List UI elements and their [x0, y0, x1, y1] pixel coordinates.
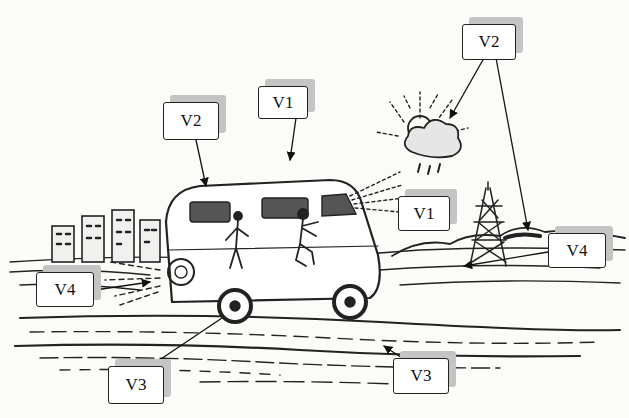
callout-label: V1	[273, 93, 294, 113]
callout-label: V2	[479, 32, 500, 52]
callout-label: V3	[411, 366, 432, 386]
callout-box: V1	[258, 86, 308, 119]
callout-label: V4	[567, 241, 588, 261]
road-lines	[15, 316, 620, 386]
callout-label: V1	[414, 204, 435, 224]
city-buildings	[52, 210, 160, 262]
callout-box: V1	[398, 196, 450, 231]
callout-box: V4	[36, 272, 94, 307]
callout-box: V4	[548, 233, 606, 268]
callout-box: V3	[393, 358, 449, 394]
van	[166, 180, 380, 302]
callout-box: V2	[462, 24, 516, 60]
sun-cloud	[376, 92, 468, 174]
wheels	[219, 286, 366, 322]
callout-box: V3	[108, 366, 164, 404]
callout-label: V2	[181, 111, 202, 131]
leader-lines	[95, 58, 548, 365]
person-figures	[226, 209, 318, 268]
callout-label: V3	[126, 375, 147, 395]
pylon-tower	[470, 182, 506, 266]
callout-box: V2	[163, 102, 219, 140]
ground-hatching	[380, 265, 620, 285]
exhaust-lines	[105, 262, 160, 305]
light-beam	[350, 172, 404, 212]
hills	[505, 234, 540, 238]
callout-label: V4	[55, 280, 76, 300]
